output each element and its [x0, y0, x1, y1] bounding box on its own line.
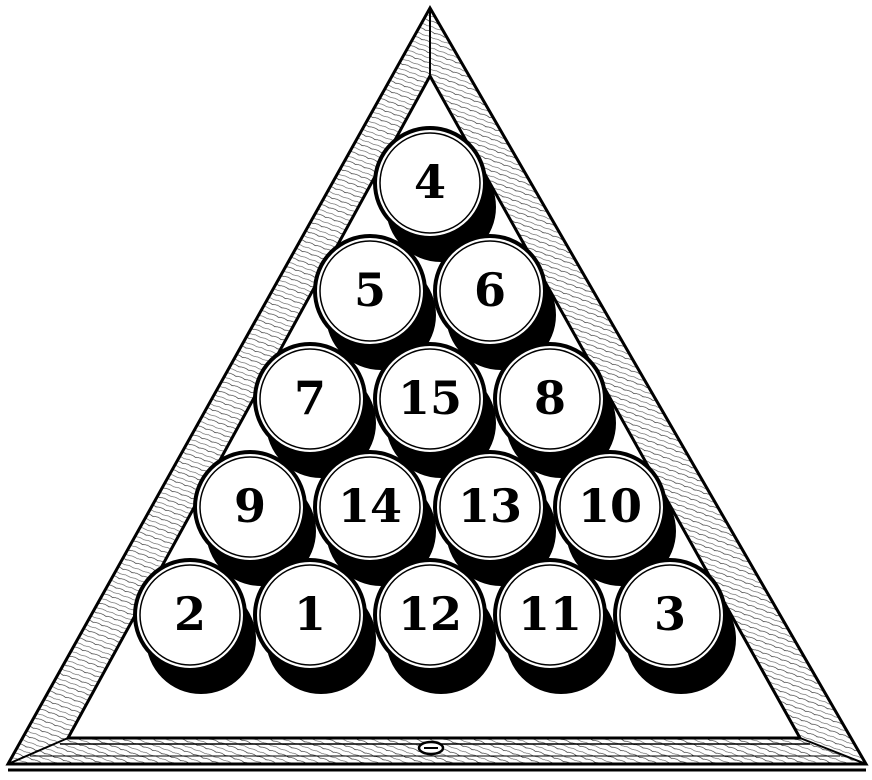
ball-12: 12	[375, 560, 485, 670]
ball-number: 1	[294, 587, 326, 641]
ball-10: 10	[555, 452, 665, 562]
ball-number: 2	[174, 587, 206, 641]
ball-number: 4	[414, 155, 446, 209]
ball-number: 13	[458, 479, 522, 533]
ball-number: 6	[474, 263, 506, 317]
ball-number: 9	[234, 479, 266, 533]
ball-number: 11	[518, 587, 582, 641]
ball-6: 6	[435, 236, 545, 346]
ball-number: 8	[534, 371, 566, 425]
ball-4: 4	[375, 128, 485, 238]
ball-14: 14	[315, 452, 425, 562]
ball-11: 11	[495, 560, 605, 670]
ball-3: 3	[615, 560, 725, 670]
ball-13: 13	[435, 452, 545, 562]
ball-number: 10	[578, 479, 642, 533]
ball-5: 5	[315, 236, 425, 346]
ball-number: 12	[398, 587, 462, 641]
ball-number: 7	[294, 371, 326, 425]
ball-9: 9	[195, 452, 305, 562]
ball-15: 15	[375, 344, 485, 454]
ball-2: 2	[135, 560, 245, 670]
ball-1: 1	[255, 560, 365, 670]
rack-screw-icon	[419, 742, 443, 754]
ball-7: 7	[255, 344, 365, 454]
ball-number: 5	[354, 263, 386, 317]
ball-number: 3	[654, 587, 686, 641]
ball-8: 8	[495, 344, 605, 454]
ball-number: 14	[338, 479, 402, 533]
ball-number: 15	[398, 371, 462, 425]
